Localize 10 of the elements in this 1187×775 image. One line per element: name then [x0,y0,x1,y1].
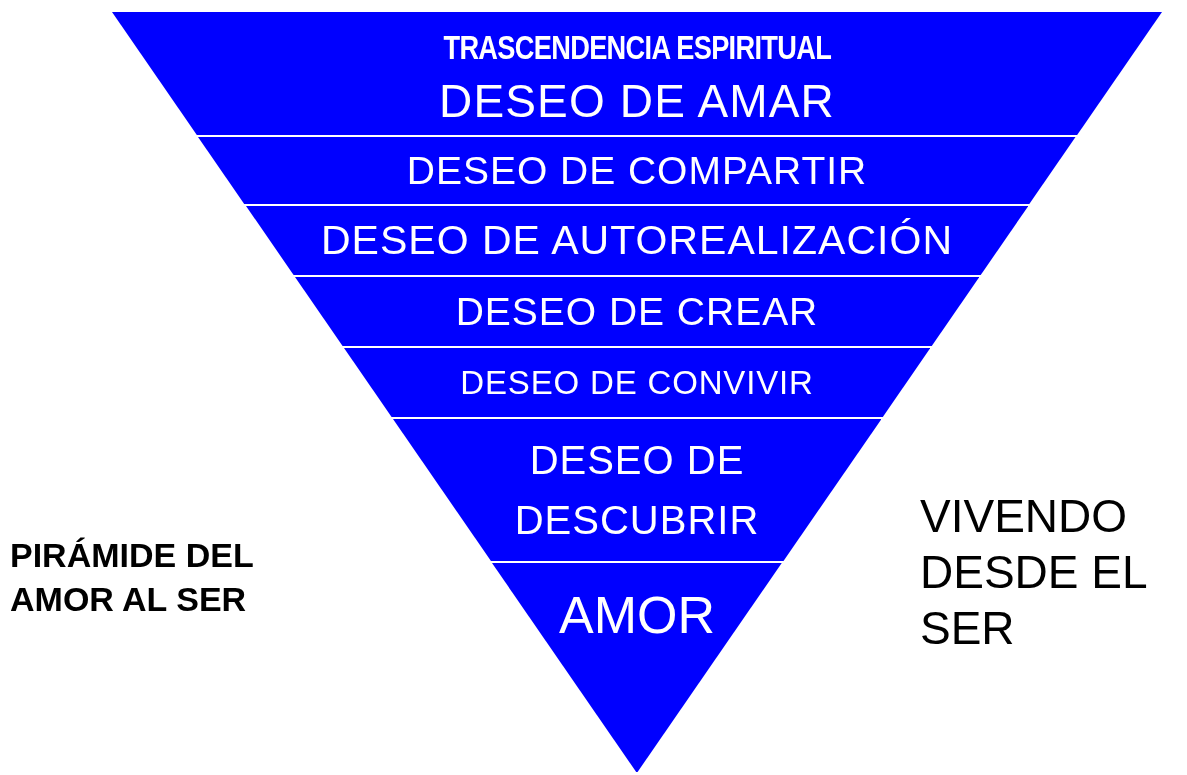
band-label: DESEO DE CREAR [455,292,819,331]
band-label: DESEO DE CONVIVIR [460,366,814,399]
side-note: VIVENDO DESDE EL SER [920,489,1147,656]
side-title: PIRÁMIDE DEL AMOR AL SER [10,535,255,620]
band-label: TRASCENDENCIA ESPIRITUAL [443,30,831,64]
band-label: DESEO DE DESCUBRIR [513,437,761,544]
band-label: AMOR [559,589,715,641]
band-label: DESEO DE AUTOREALIZACIÓN [320,220,954,261]
band-label: DESEO DE AMAR [439,78,835,124]
band-label: DESEO DE COMPARTIR [406,151,868,190]
